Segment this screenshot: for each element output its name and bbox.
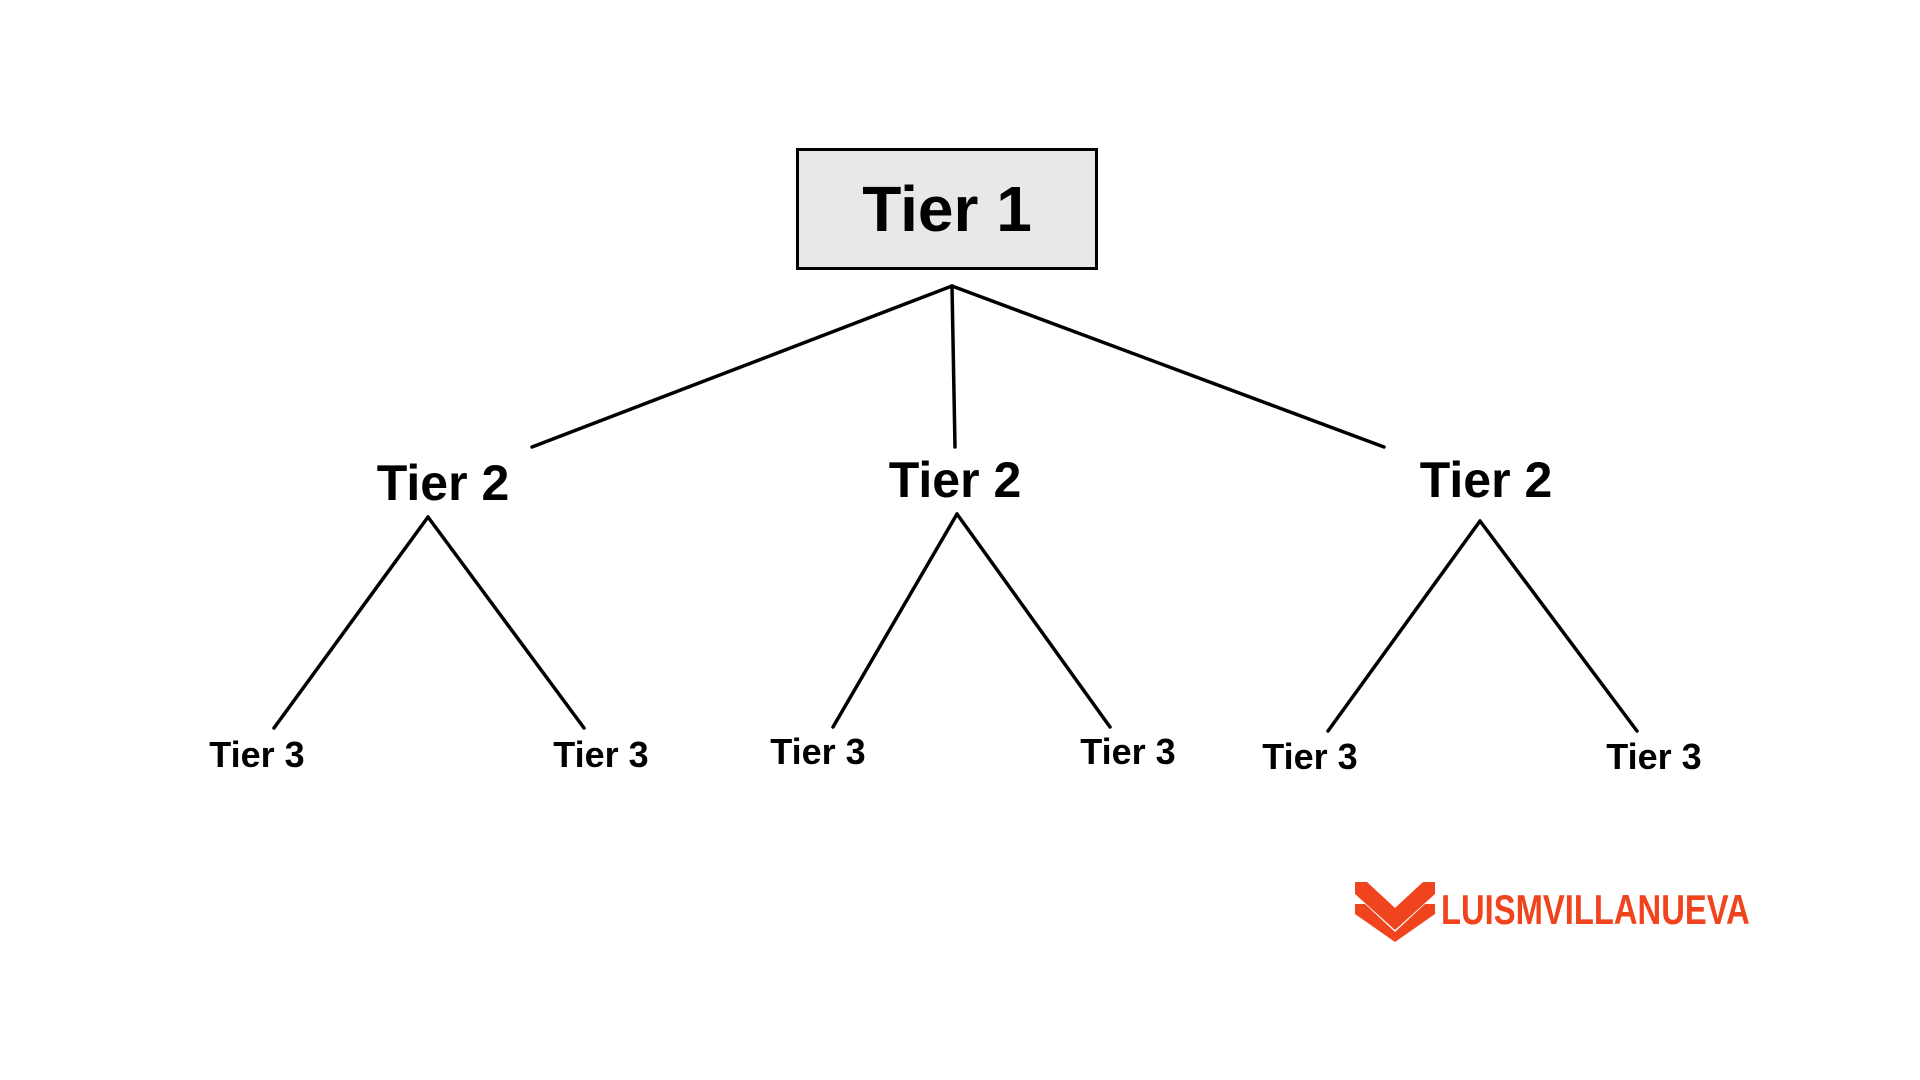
tier3-label-2: Tier 3	[553, 734, 649, 775]
connector-tier2-center-tier3-b	[955, 512, 1112, 729]
connector-tier2-center-tier3-a	[831, 512, 959, 729]
tier2-label-right: Tier 2	[1419, 452, 1553, 508]
connector-tier2-left-tier3-b	[426, 515, 586, 730]
tier3-label-3: Tier 3	[770, 731, 866, 772]
tier1-label: Tier 1	[862, 173, 1032, 245]
connector-tier2-right-tier3-b	[1478, 519, 1639, 733]
tier2-label-left: Tier 2	[376, 455, 510, 511]
tier1-node: Tier 1	[796, 148, 1098, 270]
brand-logo-text: LUISMVILLANUEVA	[1441, 886, 1750, 933]
connector-tier2-right-tier3-a	[1326, 519, 1482, 733]
connector-root-tier2-left	[530, 284, 954, 449]
connector-root-tier2-right	[950, 284, 1386, 449]
tier3-label-4: Tier 3	[1080, 731, 1176, 772]
connector-tier2-left-tier3-a	[272, 515, 430, 730]
brand-logo: LUISMVILLANUEVA	[1355, 878, 1837, 942]
connector-root-tier2-center	[950, 284, 957, 449]
tier3-label-5: Tier 3	[1262, 736, 1358, 777]
tier2-label-center: Tier 2	[888, 452, 1022, 508]
tier3-label-6: Tier 3	[1606, 736, 1702, 777]
chevron-down-logo-icon	[1355, 882, 1435, 942]
tier3-label-1: Tier 3	[209, 734, 305, 775]
